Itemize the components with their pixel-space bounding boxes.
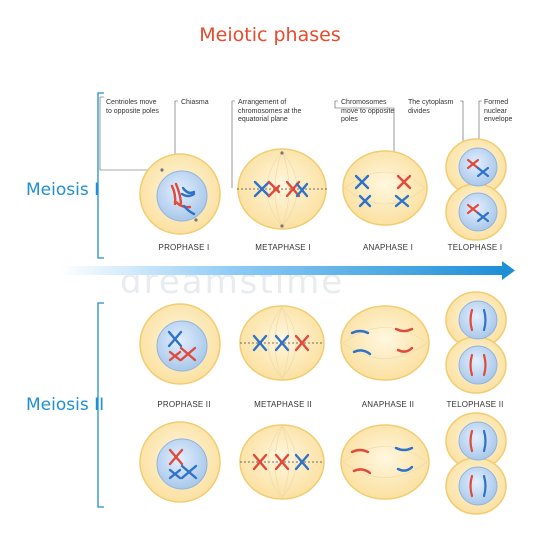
label-telophase-ii: TELOPHASE II [446,400,504,409]
meiosis-i-label: Meiosis I [26,180,100,200]
cell-prophase-i [139,153,221,235]
label-anaphase-i: ANAPHASE I [362,243,413,252]
label-telophase-i: TELOPHASE I [447,243,503,252]
label-prophase-i: PROPHASE I [158,243,210,252]
cell-anaphase-ii-upper [340,305,430,381]
label-prophase-ii: PROPHASE II [157,400,211,409]
cell-anaphase-i [342,150,428,226]
meiosis-i-bracket [97,92,104,259]
leader-arrangement [231,100,235,188]
callout-centrioles: Centrioles move to opposite poles [106,99,159,115]
cell-telophase-ii-lower [445,412,507,515]
cell-metaphase-i [237,148,328,230]
cell-telophase-i [445,138,507,241]
callout-chiasma: Chiasma [181,99,209,106]
leader-centrioles [99,96,162,171]
cell-prophase-ii-upper [139,303,221,385]
cell-metaphase-ii-lower [239,424,325,500]
progress-arrow-shaft [60,266,504,275]
meiosis-ii-label: Meiosis II [26,395,105,415]
callout-nuclear-envelope: Formed nuclear envelope [484,99,513,123]
callout-cytoplasm: The cytoplasm divides [408,99,454,115]
label-metaphase-ii: METAPHASE II [254,400,312,409]
leader-chromosomes [334,100,395,183]
cell-anaphase-ii-lower [340,424,430,500]
label-metaphase-i: METAPHASE I [255,243,311,252]
label-anaphase-ii: ANAPHASE II [361,400,415,409]
diagram-title: Meiotic phases [199,24,341,46]
progress-arrow-head [502,261,515,280]
callout-arrangement: Arrangement of chromosomes at the equato… [238,99,302,123]
cell-prophase-ii-lower [139,421,221,503]
cell-telophase-ii-upper [445,291,507,394]
callout-chromosomes-move: Chromosomes move to opposite poles [341,99,395,123]
meiosis-ii-bracket [97,302,104,508]
cell-metaphase-ii-upper [239,305,325,381]
leader-envelope [478,100,482,150]
